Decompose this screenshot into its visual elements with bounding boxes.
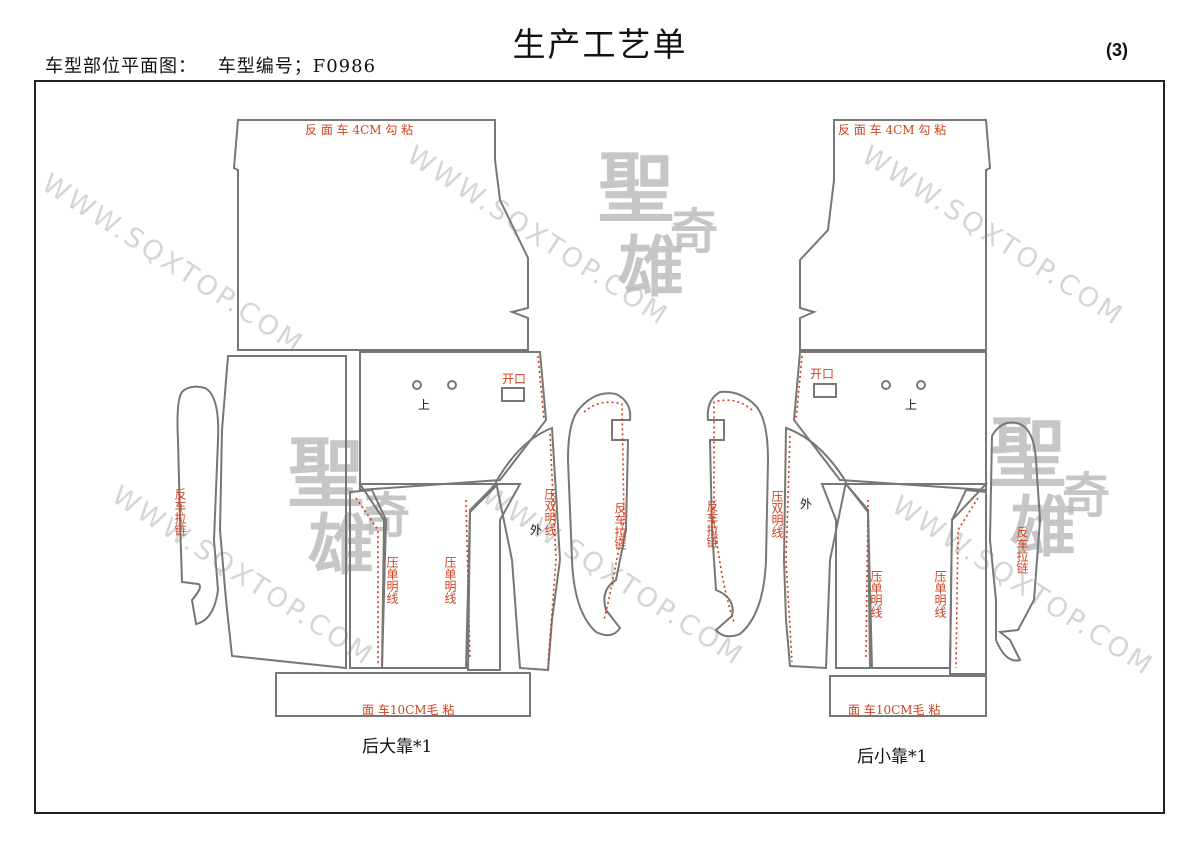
right-center-stitch (795, 355, 803, 421)
page-number: (3) (1106, 40, 1128, 60)
right-outer-strip-stitch (713, 399, 753, 623)
watermark-layer: WWW.SQXTOP.COM WWW.SQXTOP.COM WWW.SQXTOP… (36, 140, 1159, 683)
left-curved-stitch (547, 433, 557, 665)
left-top-panel-note: 反 面 车 4CM 勾 粘 (305, 122, 413, 137)
left-hole-marker (447, 380, 457, 390)
left-side-strip (176, 385, 220, 626)
right-lower-stitch (955, 497, 979, 669)
left-right-strip-stitch (583, 401, 625, 621)
right-top-panel-note: 反 面 车 4CM 勾 粘 (838, 122, 946, 137)
watermark-logo-char: 奇 (1062, 468, 1110, 524)
left-bottom-strip (275, 672, 531, 717)
drawing-frame (34, 80, 1165, 814)
left-up-label: 上 (418, 398, 430, 412)
left-opening-label: 开口 (502, 372, 526, 386)
right-opening-label: 开口 (810, 367, 834, 381)
right-single-stitch-note: 压单明线 (869, 570, 883, 618)
watermark-url: WWW.SQXTOP.COM (856, 140, 1129, 333)
left-top-panel (232, 119, 529, 351)
right-curved-stitch (785, 435, 793, 663)
right-side-strip (988, 421, 1042, 662)
right-curved-panel (782, 426, 848, 670)
watermark-logo-char: 雄 (308, 506, 374, 584)
right-top-panel (799, 119, 992, 351)
right-pattern-set: 反 面 车 4CM 勾 粘 上 开口 反车拉链 压单明线 压单明线 压双明线 外… (705, 119, 1042, 767)
header-left: 车型部位平面图： 车型编号；F0986 (45, 52, 390, 78)
right-double-stitch-note: 压双明线 (770, 490, 784, 538)
watermark-logo-char: 聖 (990, 409, 1066, 498)
watermark-url: WWW.SQXTOP.COM (36, 168, 309, 361)
right-opening-slot (813, 383, 837, 398)
right-outer-strip-note: 反车拉链 (705, 500, 719, 548)
left-lower-right-panel (466, 483, 522, 671)
left-pattern-set: 反 面 车 4CM 勾 粘 反车拉链 上 开口 压单明线 压单明线 压双明线 外… (173, 119, 632, 757)
left-caption: 后大靠*1 (362, 737, 432, 757)
right-outside-label: 外 (800, 497, 812, 511)
left-center-stitch (537, 355, 545, 421)
left-single-stitch-note: 压单明线 (385, 556, 399, 604)
left-bottom-note: 面 车10CM毛 粘 (362, 702, 454, 717)
model-number: 车型编号；F0986 (217, 56, 377, 77)
right-bottom-note: 面 车10CM毛 粘 (848, 702, 940, 717)
right-up-label: 上 (905, 398, 917, 412)
watermark-logo-char: 雄 (1010, 488, 1076, 566)
page-title: 生产工艺单 (512, 25, 688, 64)
left-opening-slot (501, 387, 525, 402)
right-side-strip-note: 反车拉链 (1015, 526, 1029, 574)
right-lower-left-panel (820, 483, 872, 669)
right-caption: 后小靠*1 (857, 747, 927, 767)
left-mid-stitch (465, 499, 471, 661)
right-center-panel (792, 351, 987, 492)
right-hole-marker (916, 380, 926, 390)
watermark-logo-char: 奇 (670, 204, 718, 260)
right-hole-marker (881, 380, 891, 390)
watermark-logo-char: 聖 (598, 144, 674, 233)
plan-label: 车型部位平面图： (45, 56, 197, 77)
watermark-logo-char: 雄 (618, 228, 684, 306)
right-bottom-strip (829, 675, 987, 717)
right-single-stitch-note-2: 压单明线 (933, 570, 947, 618)
left-right-strip (566, 392, 632, 637)
left-hole-marker (412, 380, 422, 390)
left-right-strip-note: 反车拉链 (613, 502, 627, 550)
left-side-strip-note: 反车拉链 (173, 488, 187, 536)
watermark-logo-char: 聖 (288, 429, 364, 518)
left-double-stitch-note: 压双明线 (543, 488, 557, 536)
left-center-panel (359, 351, 548, 492)
left-outside-label: 外 (530, 523, 542, 537)
left-back-panel (218, 355, 347, 670)
left-single-stitch-note-2: 压单明线 (443, 556, 457, 604)
left-curved-panel (494, 426, 562, 672)
